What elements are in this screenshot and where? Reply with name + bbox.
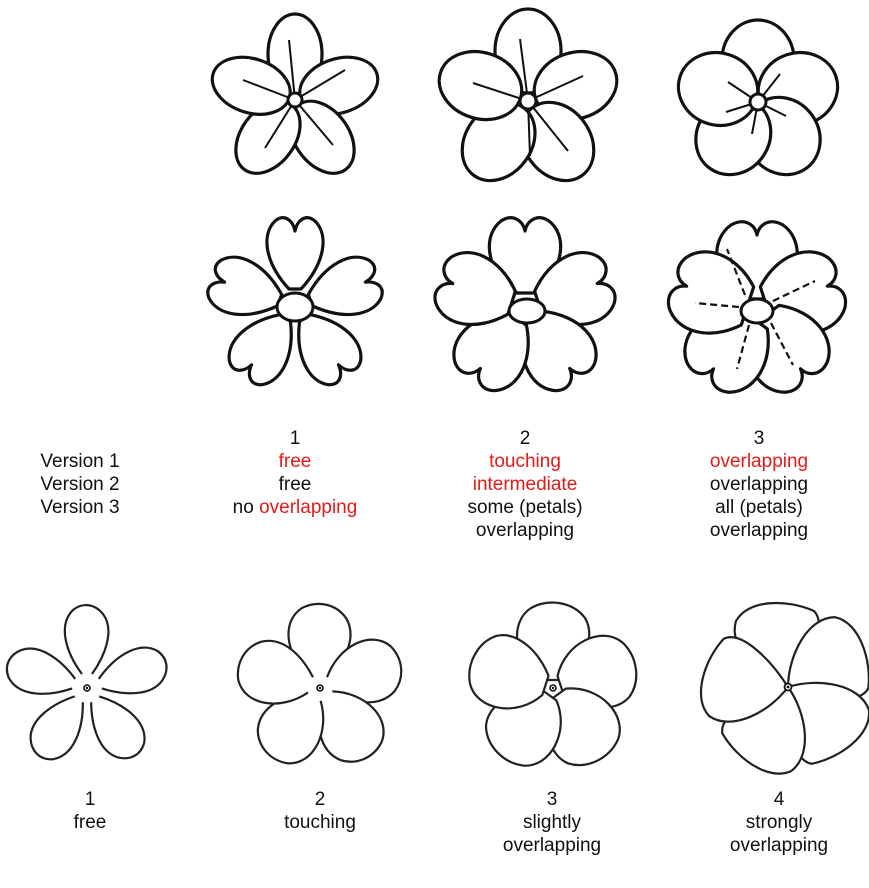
bottom-col-1-number: 1 (84, 789, 96, 810)
flower-bottom-slightly-overlapping (458, 598, 648, 778)
flower-heart-intermediate (428, 210, 623, 405)
middle-col-3-v3-line1: all (petals) (715, 497, 803, 518)
middle-col-2-v3-line1: some (petals) (467, 497, 583, 518)
middle-col-1-v1: free (278, 451, 312, 472)
bottom-col-2-line1: touching (284, 812, 356, 833)
middle-col-3-number: 3 (753, 428, 765, 449)
middle-col-2: 2 touching intermediate some (petals) ov… (420, 427, 630, 542)
middle-col-1-number: 1 (289, 428, 301, 449)
bottom-col-4: 4 strongly overlapping (689, 788, 869, 857)
bottom-col-3: 3 slightly overlapping (462, 788, 642, 857)
flower-top-touching (433, 6, 623, 196)
middle-col-3-v1: overlapping (709, 451, 809, 472)
middle-col-2-v2: intermediate (472, 474, 578, 495)
bottom-col-2-number: 2 (314, 789, 326, 810)
version-3-label: Version 3 (40, 497, 120, 518)
flower-bottom-free (0, 598, 182, 778)
version-1-label: Version 1 (40, 451, 120, 472)
middle-col-1-v3-highlight: overlapping (259, 497, 358, 518)
bottom-col-3-line1: slightly (522, 812, 582, 833)
middle-col-2-v3-line2: overlapping (475, 520, 575, 541)
middle-col-1-v3-prefix: no (232, 497, 254, 518)
bottom-col-3-number: 3 (546, 789, 558, 810)
version-2-label: Version 2 (40, 474, 120, 495)
middle-col-1: 1 free free no overlapping (190, 427, 400, 519)
bottom-col-4-number: 4 (773, 789, 785, 810)
bottom-col-4-line1: strongly (745, 812, 813, 833)
middle-col-3-v2: overlapping (709, 474, 809, 495)
flower-top-free (205, 10, 385, 190)
flower-heart-overlapping (660, 212, 855, 407)
flower-bottom-touching (225, 598, 415, 778)
middle-col-2-v1: touching (489, 451, 561, 472)
flower-heart-free (200, 210, 390, 400)
bottom-col-1-line1: free (73, 812, 107, 833)
bottom-col-3-line2: overlapping (502, 835, 602, 856)
middle-col-3-v3-line2: overlapping (709, 520, 809, 541)
middle-col-3: 3 overlapping overlapping all (petals) o… (654, 427, 864, 542)
middle-col-2-number: 2 (519, 428, 531, 449)
bottom-col-1: 1 free (0, 788, 180, 834)
bottom-col-4-line2: overlapping (729, 835, 829, 856)
bottom-col-2: 2 touching (230, 788, 410, 834)
flower-top-overlapping (668, 12, 848, 192)
flower-bottom-strongly-overlapping (693, 592, 869, 782)
middle-col-1-v2: free (278, 474, 312, 495)
middle-col-1-v3: no overlapping (190, 496, 400, 519)
